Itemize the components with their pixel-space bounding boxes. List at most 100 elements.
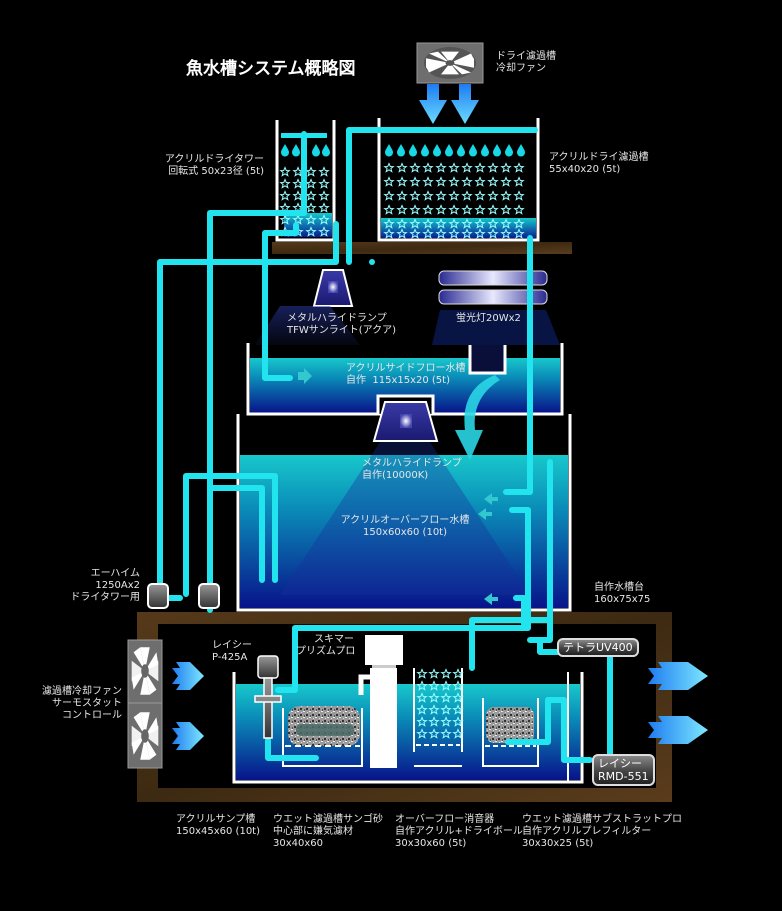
filter-ball-icon — [423, 205, 433, 215]
water-drop-icon — [312, 144, 320, 157]
water-drop-icon — [322, 144, 330, 157]
filter-ball-icon — [488, 177, 498, 187]
label-metal-halide-main: メタルハライドランプ 自作(10000K) — [362, 458, 462, 481]
filter-ball-icon — [410, 191, 420, 201]
filter-ball-icon — [384, 177, 394, 187]
water-drop-icon — [469, 144, 477, 157]
filter-ball-icon — [410, 205, 420, 215]
filter-ball-icon — [306, 191, 316, 201]
filter-ball-icon — [462, 163, 472, 173]
filter-ball-icon — [514, 191, 524, 201]
filter-ball-icon — [449, 177, 459, 187]
filter-ball-icon — [319, 167, 329, 177]
filter-ball-icon — [319, 179, 329, 189]
label-sump-fan: 濾過槽冷却ファン サーモスタット コントロール — [42, 686, 122, 721]
filter-ball-icon — [462, 191, 472, 201]
filter-ball-icon — [436, 205, 446, 215]
filter-ball-icon — [280, 167, 290, 177]
filter-ball-icon — [462, 205, 472, 215]
filter-ball-icon — [488, 191, 498, 201]
filter-ball-icon — [436, 191, 446, 201]
filter-ball-icon — [397, 163, 407, 173]
filter-ball-icon — [449, 163, 459, 173]
label-wet-coral: ウエット濾過槽サンゴ砂 中心部に嫌気濾材 30x40x60 — [273, 814, 383, 849]
eheim-pumps — [147, 583, 220, 609]
filter-ball-icon — [449, 205, 459, 215]
sump-tank — [232, 635, 584, 784]
filter-ball-icon — [423, 177, 433, 187]
uv-sterilizer-badge: テトラUV400 — [557, 638, 639, 657]
water-drop-icon — [292, 144, 300, 157]
pump-p425a — [254, 655, 282, 739]
pump-rmd551-badge: レイシー RMD-551 — [592, 754, 655, 786]
water-drop-icon — [445, 144, 453, 157]
filter-ball-icon — [384, 191, 394, 201]
filter-ball-icon — [397, 191, 407, 201]
air-arrows-out — [648, 662, 708, 744]
filter-ball-icon — [306, 167, 316, 177]
filter-ball-icon — [319, 191, 329, 201]
dry-filter-fan — [416, 42, 484, 84]
filter-ball-icon — [514, 205, 524, 215]
water-drop-icon — [505, 144, 513, 157]
label-stand: 自作水槽台 160x75x75 — [594, 582, 651, 605]
page-title: 魚水槽システム概略図 — [186, 59, 356, 79]
label-wet-substrate: ウエット濾過槽サブストラットプロ 自作アクリルプレフィルター 30x30x25 … — [522, 814, 682, 849]
sump-cooling-fans — [127, 639, 163, 769]
water-drop-icon — [493, 144, 501, 157]
water-drop-icon — [433, 144, 441, 157]
filter-ball-icon — [501, 191, 511, 201]
filter-ball-icon — [280, 179, 290, 189]
water-drop-icon — [409, 144, 417, 157]
label-eheim: エーハイム 1250Ax2 ドライタワー用 — [70, 568, 140, 603]
water-drop-icon — [397, 144, 405, 157]
filter-ball-icon — [475, 177, 485, 187]
filter-ball-icon — [384, 163, 394, 173]
label-skimmer: スキマー プリズムプロ — [296, 634, 356, 657]
filter-ball-icon — [462, 177, 472, 187]
air-arrows-in — [172, 662, 204, 750]
label-overflow-silencer: オーバーフロー消音器 自作アクリル+ドライボール 30x30x60 (5t) — [395, 814, 523, 849]
water-drop-icon — [517, 144, 525, 157]
label-dry-fan: ドライ濾過槽 冷却ファン — [496, 51, 556, 74]
filter-ball-icon — [410, 163, 420, 173]
label-fluorescent: 蛍光灯20Wx2 — [456, 313, 521, 324]
filter-ball-icon — [436, 163, 446, 173]
water-drop-icon — [457, 144, 465, 157]
dry-filter-tank — [377, 118, 540, 242]
filter-ball-icon — [306, 203, 316, 213]
fluorescent-lamp — [432, 270, 560, 345]
filter-ball-icon — [306, 179, 316, 189]
filter-ball-icon — [501, 163, 511, 173]
filter-ball-icon — [423, 191, 433, 201]
air-arrows-down — [419, 84, 479, 124]
main-overflow-tank — [236, 375, 572, 612]
filter-ball-icon — [449, 191, 459, 201]
filter-ball-icon — [436, 177, 446, 187]
filter-ball-icon — [475, 205, 485, 215]
filter-ball-icon — [280, 191, 290, 201]
water-drop-icon — [281, 144, 289, 157]
filter-ball-icon — [397, 205, 407, 215]
label-main-tank: アクリルオーバーフロー水槽 150x60x60 (10t) — [340, 515, 470, 538]
water-drop-icon — [481, 144, 489, 157]
filter-ball-icon — [397, 177, 407, 187]
filter-ball-icon — [410, 177, 420, 187]
filter-ball-icon — [514, 163, 524, 173]
filter-ball-icon — [319, 203, 329, 213]
label-sump: アクリルサンプ槽 150x45x60 (10t) — [176, 814, 260, 837]
plumbing-pipes — [157, 127, 613, 763]
water-drop-icon — [421, 144, 429, 157]
filter-ball-icon — [501, 205, 511, 215]
filter-ball-icon — [501, 177, 511, 187]
filter-ball-icon — [514, 177, 524, 187]
water-drop-icon — [385, 144, 393, 157]
filter-ball-icon — [488, 163, 498, 173]
filter-ball-icon — [475, 163, 485, 173]
label-dry-filter: アクリルドライ濾過槽 55x40x20 (5t) — [549, 152, 649, 175]
label-pump-p425a: レイシー P-425A — [212, 640, 252, 663]
label-metal-halide-top: メタルハライドランプ TFWサンライト(アクア) — [287, 313, 397, 336]
label-side-flow-tank: アクリルサイドフロー水槽 自作 115x15x20 (5t) — [346, 363, 466, 386]
filter-ball-icon — [488, 205, 498, 215]
